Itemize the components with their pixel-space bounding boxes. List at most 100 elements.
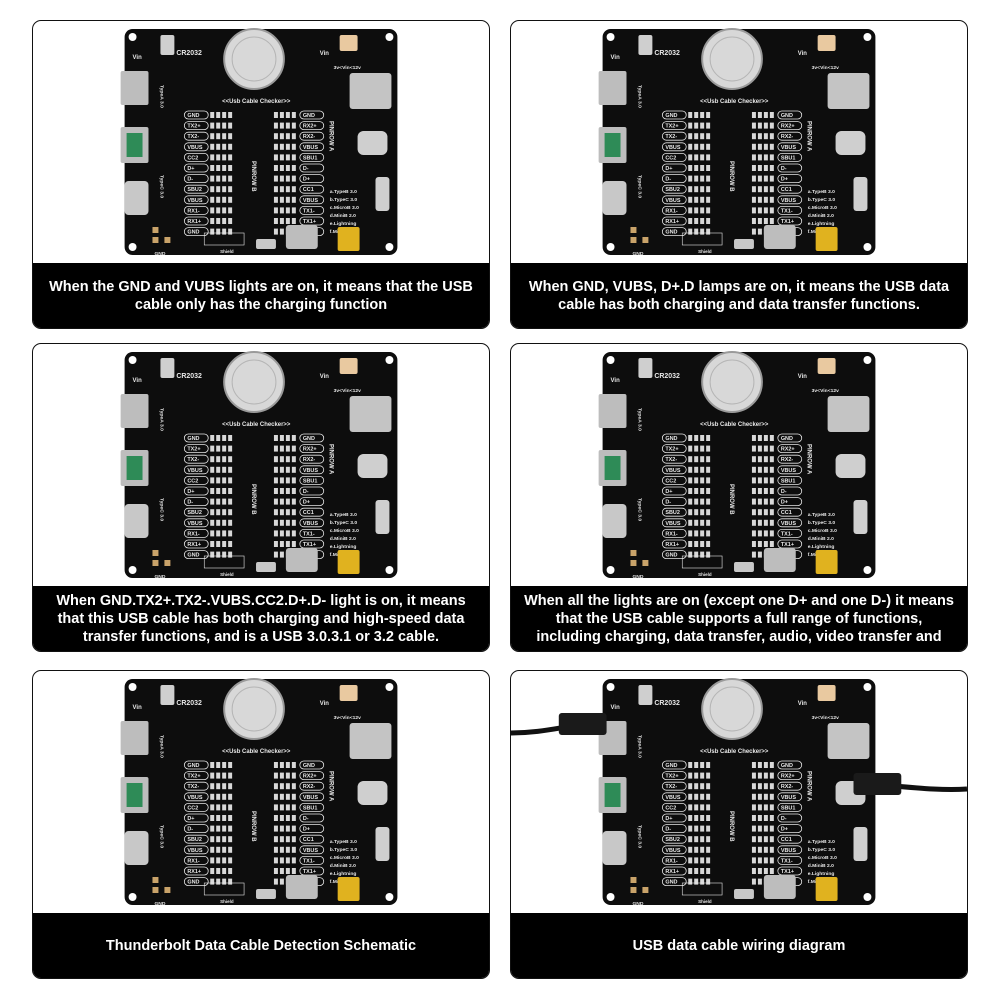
led <box>285 868 290 874</box>
pin-label-box <box>661 153 687 162</box>
led <box>210 519 215 526</box>
right-pin-label: VBUS <box>781 145 797 151</box>
connector-legend-item: b.TypeC 3.0 <box>808 847 836 853</box>
led <box>273 466 278 473</box>
pin-label-box <box>661 507 687 517</box>
pin-label-box <box>661 163 687 173</box>
pin-label-box <box>183 131 209 141</box>
connector-legend-item: d.MiniB 2.0 <box>808 213 834 219</box>
led <box>757 112 762 118</box>
led <box>706 207 711 214</box>
led <box>279 196 284 203</box>
led <box>291 498 296 505</box>
pin-label-box <box>183 465 209 475</box>
smd-component <box>630 237 637 243</box>
led <box>222 783 227 790</box>
led <box>694 165 699 171</box>
led <box>688 133 693 140</box>
pin-label-box <box>299 845 325 855</box>
left-pin-label: TX2- <box>187 457 199 463</box>
right-pin-label: VBUS <box>303 521 319 527</box>
right-pin-label: TX1+ <box>303 219 316 225</box>
vin-range-label: 3v<Vin<12v <box>334 65 361 71</box>
pin-label-box <box>299 507 325 517</box>
led <box>210 793 215 800</box>
led <box>751 509 756 516</box>
led <box>706 836 711 843</box>
led <box>210 498 215 505</box>
typea-label: TypeA 3.0 <box>158 85 164 108</box>
led <box>279 857 284 864</box>
pin-label-box <box>183 121 209 130</box>
led <box>228 143 233 150</box>
pin-label-box <box>183 433 209 443</box>
connector-legend-item: a.TypeB 3.0 <box>330 189 357 195</box>
led <box>706 519 711 526</box>
led <box>757 133 762 140</box>
led <box>222 466 227 473</box>
led <box>273 186 278 193</box>
led <box>769 804 774 811</box>
vin-label: Vin <box>133 378 143 384</box>
led <box>757 175 762 182</box>
led <box>210 154 215 161</box>
left-pin-label: D- <box>187 827 193 833</box>
led <box>763 435 768 441</box>
right-pin-label: D+ <box>781 827 788 833</box>
led <box>291 175 296 182</box>
led <box>688 445 693 452</box>
led <box>216 868 221 874</box>
right-pin-label: GND <box>781 436 793 442</box>
led <box>291 133 296 140</box>
left-pin-label: D- <box>665 177 671 183</box>
led <box>273 143 278 150</box>
pin-label-box <box>183 781 209 791</box>
led <box>751 498 756 505</box>
led <box>228 435 233 441</box>
led <box>228 825 233 832</box>
coin-battery-ring <box>231 359 277 405</box>
left-pin-label: D+ <box>187 816 194 822</box>
led <box>769 133 774 140</box>
led <box>285 530 290 537</box>
led <box>700 218 705 224</box>
panel-caption: USB data cable wiring diagram <box>511 913 967 978</box>
shield-label: Shield <box>698 249 712 254</box>
pin-label-box <box>299 528 325 538</box>
smd-component <box>630 887 637 893</box>
led <box>763 868 768 874</box>
led <box>228 836 233 843</box>
led <box>700 143 705 150</box>
usb-a-port <box>120 394 149 428</box>
usb-a-port <box>598 394 627 428</box>
pin-label-box <box>661 539 687 549</box>
shield-pad <box>203 232 245 246</box>
led <box>694 762 699 768</box>
led <box>694 477 699 484</box>
pin-label-box <box>777 528 803 538</box>
mounting-hole <box>606 243 615 251</box>
led <box>222 196 227 203</box>
led <box>706 857 711 864</box>
pin-label-box <box>661 813 687 823</box>
led <box>210 878 215 885</box>
led <box>688 477 693 484</box>
led <box>216 519 221 526</box>
led <box>751 228 756 235</box>
pin-label-box <box>183 855 209 865</box>
right-pin-label: D- <box>781 166 787 172</box>
led <box>751 836 756 843</box>
led <box>285 466 290 473</box>
led <box>210 762 215 768</box>
mounting-hole <box>128 566 137 574</box>
led <box>273 498 278 505</box>
smd-component <box>152 237 159 243</box>
pin-label-box <box>183 845 209 855</box>
right-pin-label: CC1 <box>781 837 792 843</box>
led <box>285 857 290 864</box>
led <box>694 519 699 526</box>
led <box>279 804 284 811</box>
led <box>285 218 290 224</box>
led <box>273 530 278 537</box>
